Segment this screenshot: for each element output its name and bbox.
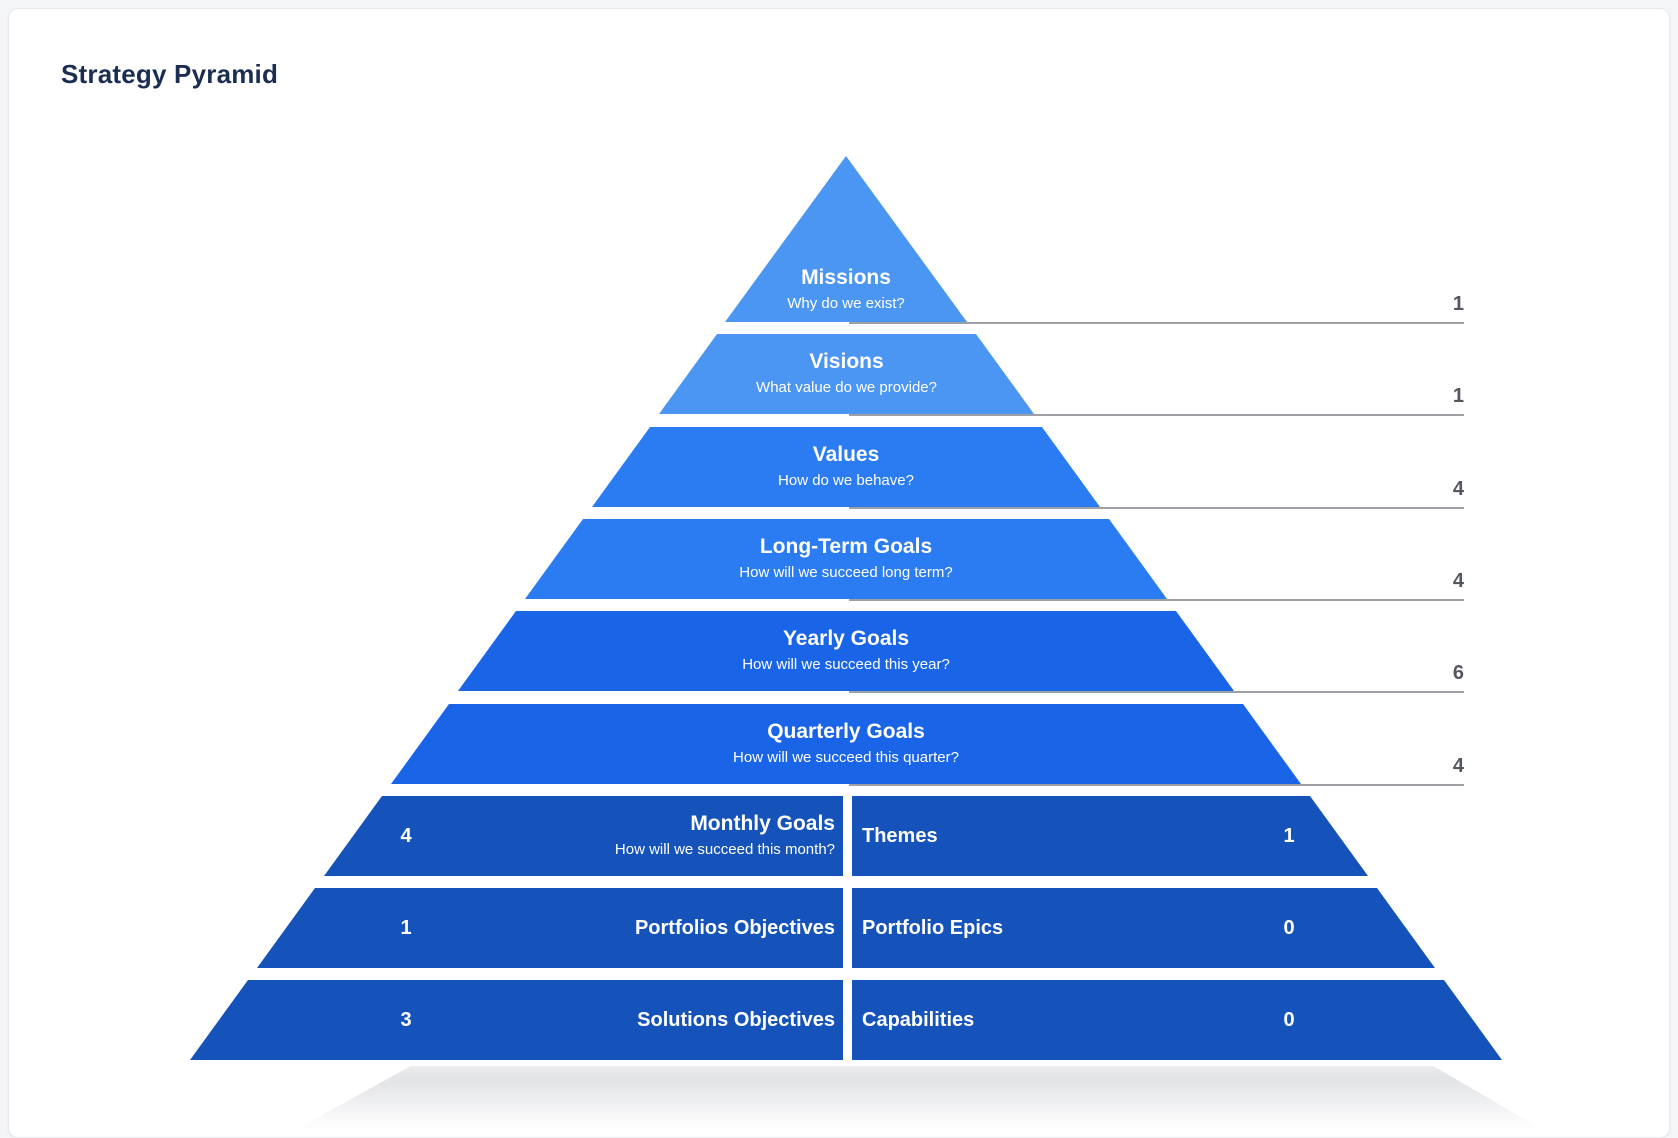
count-monthly-goals: 4 — [400, 825, 412, 847]
level-portfolio-epics[interactable]: Portfolio Epics — [852, 888, 1435, 968]
level-monthly-goals[interactable]: Monthly Goals How will we succeed this m… — [324, 796, 843, 876]
level-portfolios-objectives-text: Portfolios Objectives — [257, 888, 843, 968]
level-title: Quarterly Goals — [767, 720, 925, 743]
level-themes[interactable]: Themes — [852, 796, 1368, 876]
level-subtitle: How will we succeed this year? — [742, 656, 950, 673]
level-values[interactable]: Values How do we behave? — [592, 427, 1100, 507]
ruler-line-yearly — [849, 691, 1464, 693]
level-title: Solutions Objectives — [637, 1008, 835, 1031]
level-title: Yearly Goals — [782, 627, 910, 650]
count-yearly: 6 — [1452, 662, 1464, 684]
page-title: Strategy Pyramid — [61, 59, 279, 89]
level-visions[interactable]: Visions What value do we provide? — [659, 334, 1034, 414]
level-yearly-goals-text: Yearly Goals How will we succeed this ye… — [458, 611, 1234, 691]
level-subtitle: What value do we provide? — [756, 379, 937, 396]
level-yearly-goals[interactable]: Yearly Goals How will we succeed this ye… — [458, 611, 1234, 691]
level-title: Portfolio Epics — [862, 916, 1004, 939]
count-solutions-objectives: 3 — [400, 1009, 412, 1031]
level-values-text: Values How do we behave? — [592, 427, 1100, 507]
pyramid-drop-shadow — [299, 1066, 1539, 1128]
count-visions: 1 — [1452, 385, 1464, 407]
level-quarterly-goals[interactable]: Quarterly Goals How will we succeed this… — [391, 704, 1301, 784]
level-themes-text: Themes — [852, 796, 1368, 876]
level-capabilities-text: Capabilities — [852, 980, 1502, 1060]
ruler-line-long-term — [849, 599, 1464, 601]
count-quarterly: 4 — [1452, 755, 1464, 777]
count-portfolios-objectives: 1 — [400, 917, 412, 939]
ruler-line-missions — [849, 322, 1464, 324]
level-missions[interactable]: Missions Why do we exist? — [725, 156, 967, 322]
level-title: Missions — [801, 266, 891, 289]
strategy-pyramid-diagram: 1 1 4 4 6 4 Missions Why do we exist? Vi… — [9, 9, 1669, 1137]
count-missions: 1 — [1452, 293, 1464, 315]
level-capabilities[interactable]: Capabilities — [852, 980, 1502, 1060]
count-capabilities: 0 — [1283, 1009, 1295, 1031]
level-subtitle: Why do we exist? — [787, 295, 905, 312]
level-visions-text: Visions What value do we provide? — [659, 334, 1034, 414]
level-solutions-objectives-text: Solutions Objectives — [190, 980, 843, 1060]
level-subtitle: How will we succeed this month? — [614, 841, 835, 858]
level-portfolio-epics-text: Portfolio Epics — [852, 888, 1435, 968]
ruler-line-quarterly — [849, 784, 1464, 786]
level-long-term-goals-text: Long-Term Goals How will we succeed long… — [525, 519, 1167, 599]
level-title: Values — [812, 443, 880, 466]
level-long-term-goals[interactable]: Long-Term Goals How will we succeed long… — [525, 519, 1167, 599]
ruler-line-visions — [849, 414, 1464, 416]
count-values: 4 — [1452, 478, 1464, 500]
level-title: Visions — [809, 350, 884, 373]
level-title: Long-Term Goals — [759, 535, 933, 558]
level-quarterly-goals-text: Quarterly Goals How will we succeed this… — [391, 704, 1301, 784]
count-portfolio-epics: 0 — [1283, 917, 1295, 939]
level-missions-text: Missions Why do we exist? — [725, 156, 967, 322]
level-solutions-objectives[interactable]: Solutions Objectives — [190, 980, 843, 1060]
level-subtitle: How do we behave? — [778, 472, 914, 489]
ruler-line-values — [849, 507, 1464, 509]
level-subtitle: How will we succeed this quarter? — [733, 749, 959, 766]
level-portfolios-objectives[interactable]: Portfolios Objectives — [257, 888, 843, 968]
level-subtitle: How will we succeed long term? — [739, 564, 953, 581]
level-title: Capabilities — [862, 1008, 975, 1031]
level-title: Portfolios Objectives — [634, 916, 835, 939]
count-long-term: 4 — [1452, 570, 1464, 592]
level-title: Monthly Goals — [690, 812, 835, 835]
level-monthly-goals-text: Monthly Goals How will we succeed this m… — [324, 796, 843, 876]
count-themes: 1 — [1283, 825, 1295, 847]
strategy-pyramid-card: Strategy Pyramid 1 1 4 4 6 4 Missions Wh… — [8, 8, 1670, 1138]
level-title: Themes — [862, 824, 938, 847]
